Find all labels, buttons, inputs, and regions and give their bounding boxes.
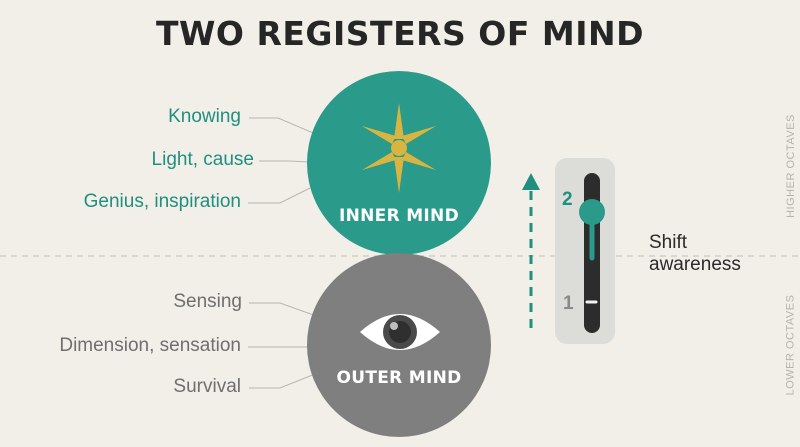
outer-label-dimension-sensation: Dimension, sensation (59, 335, 241, 356)
outer-connectors (248, 302, 323, 389)
inner-label-knowing: Knowing (168, 106, 241, 127)
inner-connectors (248, 117, 319, 204)
lower-octaves-label: LOWER OCTAVES (784, 294, 797, 396)
inner-mind-title: INNER MIND (339, 206, 459, 226)
shift-label-line2: awareness (649, 254, 741, 275)
outer-label-survival: Survival (173, 376, 241, 397)
eye-icon (360, 314, 440, 350)
level-low-number: 1 (563, 293, 574, 314)
slider-knob[interactable] (579, 199, 605, 225)
inner-label-genius-inspiration: Genius, inspiration (83, 191, 241, 212)
shift-awareness-label: Shift awareness (649, 232, 741, 276)
shift-label-line1: Shift (649, 232, 688, 253)
sun-star-icon (362, 103, 436, 193)
higher-octaves-label: HIGHER OCTAVES (785, 114, 797, 218)
level-high-number: 2 (562, 189, 573, 210)
page-title: TWO REGISTERS OF MIND (156, 14, 644, 53)
outer-mind-title: OUTER MIND (336, 368, 462, 388)
inner-label-light-cause: Light, cause (151, 149, 254, 170)
shift-arrow-head (522, 173, 540, 190)
outer-label-sensing: Sensing (173, 291, 242, 312)
